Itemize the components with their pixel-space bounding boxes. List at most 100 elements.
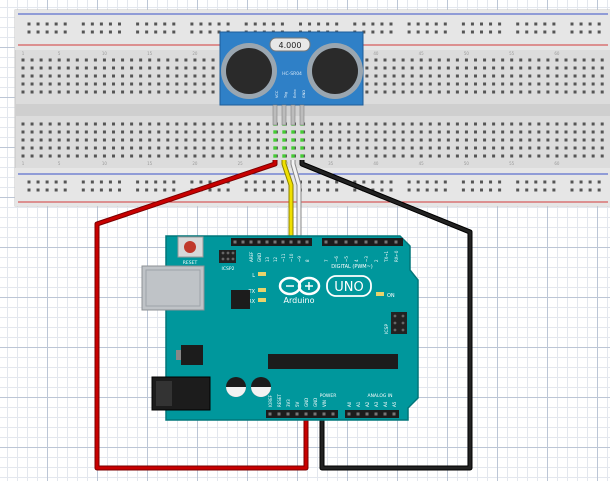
pin-label: A5 <box>392 401 397 407</box>
pin-label: ~11 <box>281 253 286 262</box>
pin-label: 13 <box>265 256 270 262</box>
led-tx <box>258 288 266 292</box>
column-number: 55 <box>509 161 515 166</box>
pin-label: 3V3 <box>286 399 291 407</box>
pin-label: GND <box>313 398 318 407</box>
pin-label: A1 <box>356 401 361 407</box>
analog-pin-labels: A0 A1 A2 A3 A4 A5 <box>347 401 397 407</box>
sensor-transducer-left-icon <box>226 48 272 94</box>
column-number: 5 <box>58 51 61 56</box>
sensor-pin-label-echo: Echo <box>293 90 297 99</box>
column-number: 50 <box>464 51 470 56</box>
pin-label: A4 <box>383 401 388 407</box>
column-number: 40 <box>373 51 379 56</box>
pin-label: 7 <box>324 259 329 262</box>
reset-label: RESET <box>183 260 198 266</box>
pin-label: 12 <box>273 256 278 262</box>
wires <box>94 160 473 471</box>
digital-header-left <box>231 238 312 246</box>
microcontroller-chip <box>268 354 398 369</box>
voltage-regulator <box>181 345 203 365</box>
led-on <box>376 292 384 296</box>
column-number: 10 <box>102 51 108 56</box>
icsp2-label: ICSP2 <box>222 266 235 272</box>
pin-label: TX→1 <box>384 250 389 263</box>
sensor-model-label: HC-SR04 <box>282 71 302 77</box>
pin-label: 8 <box>305 259 310 262</box>
breadboard: 1155101015152020252530303535404045455050… <box>14 9 610 207</box>
column-number: 60 <box>554 51 560 56</box>
on-label: ON <box>387 293 395 299</box>
column-number: 5 <box>58 161 61 166</box>
led-label-tx: TX <box>248 289 256 295</box>
pin-label: ~9 <box>297 256 302 262</box>
led-label-rx: RX <box>248 299 255 305</box>
usb-connector <box>141 265 205 311</box>
pin-label: ~6 <box>334 256 339 262</box>
digital-pin-labels-right: 7 ~6 ~5 4 ~3 2 TX→1 RX←0 <box>324 250 399 263</box>
sensor-pin-label-gnd: GND <box>302 90 306 98</box>
column-number: 25 <box>238 161 244 166</box>
pin-label: A2 <box>365 401 370 407</box>
pin-label: GND <box>304 398 309 407</box>
pin-label: RX←0 <box>394 250 399 262</box>
column-number: 45 <box>419 51 425 56</box>
pin-label: ~3 <box>364 256 369 262</box>
column-number: 60 <box>554 161 560 166</box>
arduino-logo <box>278 276 321 296</box>
column-number: 1 <box>22 161 25 166</box>
sensor-transducer-right-icon <box>312 48 358 94</box>
brand-label: Arduino <box>284 296 315 305</box>
column-number: 15 <box>147 161 153 166</box>
icsp2-header <box>219 250 236 263</box>
usb-chip <box>231 290 250 309</box>
digital-header-right <box>322 238 403 246</box>
analog-header <box>345 410 399 418</box>
sensor-pin-label-trig: Trig <box>284 92 288 99</box>
column-number: 40 <box>373 161 379 166</box>
sensor-pin-label-vcc: VCC <box>275 90 279 98</box>
column-number: 20 <box>192 51 198 56</box>
pin-label: GND <box>257 253 262 262</box>
pin-label: 4 <box>354 259 359 262</box>
pin-label: RESET <box>277 394 282 407</box>
icsp-label: ICSP <box>384 324 390 334</box>
analog-label: ANALOG IN <box>367 393 392 399</box>
pin-label: A3 <box>374 401 379 407</box>
ultrasonic-sensor: 4.000 HC-SR04 VCC Trig Echo GND <box>219 31 364 126</box>
pin-label: ~5 <box>344 256 349 262</box>
pin-label: VIN <box>322 400 327 407</box>
power-header <box>266 410 338 418</box>
power-label: POWER <box>320 393 337 399</box>
crystal-label: 4.000 <box>279 41 302 50</box>
power-pin-labels: IOREF RESET 3V3 5V GND GND VIN <box>268 394 327 407</box>
pin-label: 2 <box>374 259 379 262</box>
pin-label: 5V <box>295 401 300 407</box>
led-l <box>258 272 266 276</box>
uno-badge <box>326 275 372 297</box>
column-number: 55 <box>509 51 515 56</box>
led-label-l: L <box>252 273 255 279</box>
pin-label: A0 <box>347 401 352 407</box>
uno-label: UNO <box>334 280 363 295</box>
reset-button-icon <box>184 241 196 253</box>
column-number: 20 <box>192 161 198 166</box>
pin-label: ~10 <box>289 253 294 262</box>
pin-label: AREF <box>249 251 254 262</box>
sensor-pins <box>272 104 305 126</box>
digital-label: DIGITAL (PWM~) <box>331 264 373 270</box>
icsp-header <box>391 312 407 334</box>
column-number: 1 <box>22 51 25 56</box>
column-number: 45 <box>419 161 425 166</box>
led-rx <box>258 298 266 302</box>
pin-label: IOREF <box>268 394 273 407</box>
breadboard-column-numbers: 1155101015152020252530303535404045455050… <box>22 51 560 166</box>
column-number: 35 <box>328 161 334 166</box>
column-number: 50 <box>464 161 470 166</box>
crystal-oscillator <box>269 37 311 52</box>
column-number: 15 <box>147 51 153 56</box>
column-number: 10 <box>102 161 108 166</box>
